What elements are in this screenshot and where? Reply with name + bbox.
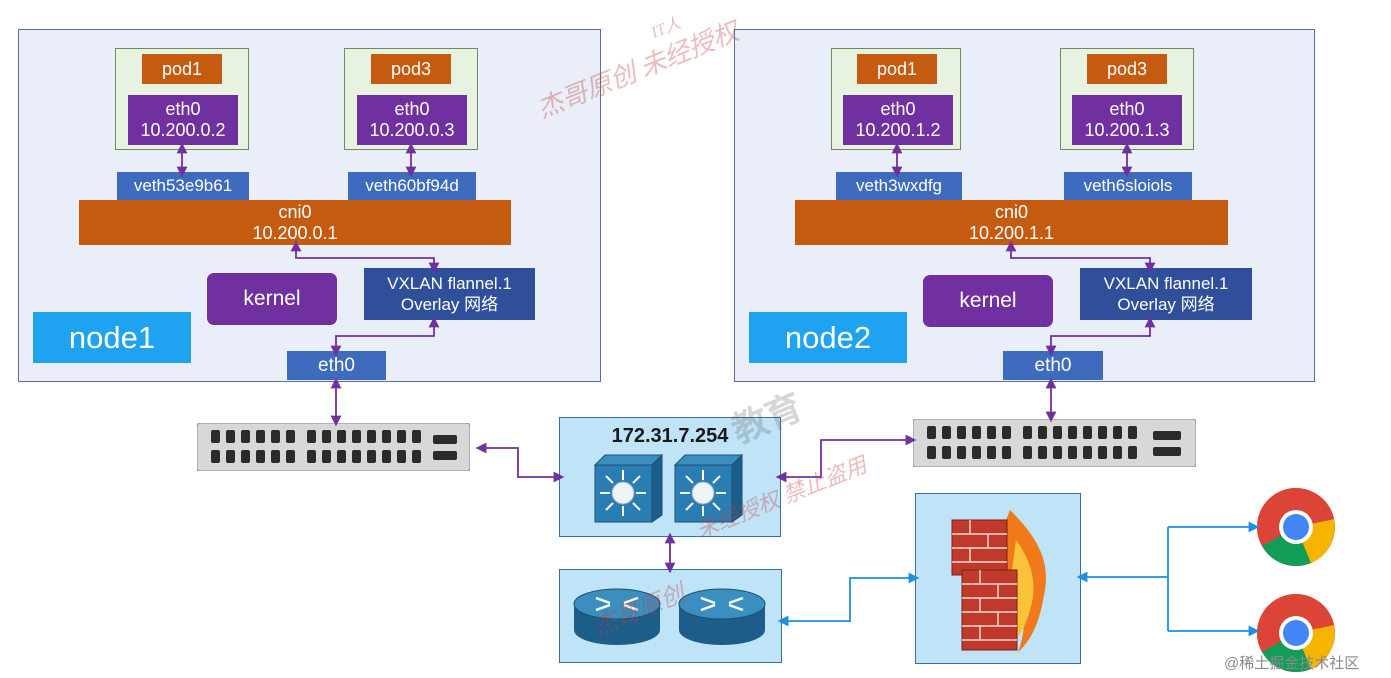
core-switch-ip: 172.31.7.254 <box>611 425 729 447</box>
node2-vxlan-line2: Overlay 网络 <box>1117 295 1215 314</box>
router-icon <box>573 588 766 645</box>
chrome-client-1[interactable] <box>1256 487 1336 567</box>
node1-kernel: kernel <box>207 273 337 325</box>
firewall-icon <box>951 510 1046 652</box>
node1-pod1-ip: 10.200.0.2 <box>140 120 226 140</box>
node1-pod3-ip: 10.200.0.3 <box>369 120 455 140</box>
chrome-icon <box>1257 488 1335 566</box>
node1-label: node1 <box>33 312 191 363</box>
node1-vxlan: VXLAN flannel.1 Overlay 网络 <box>364 268 535 320</box>
core-switches <box>590 450 750 525</box>
node2-pod3-eth: eth0 10.200.1.3 <box>1072 95 1182 145</box>
node1-bridge-cni0: cni0 10.200.0.1 <box>79 200 511 245</box>
node2-bridge-ip: 10.200.1.1 <box>968 222 1055 243</box>
node1-eth0: eth0 <box>287 351 386 380</box>
node2-pod3-iface: eth0 <box>1109 99 1145 119</box>
rack-switch-icon <box>913 419 1196 467</box>
rack-switch-icon <box>197 423 470 471</box>
rack-switch-right <box>913 419 1196 467</box>
node1-pod3-label: pod3 <box>371 54 451 84</box>
node2-veth1: veth3wxdfg <box>836 172 962 200</box>
node2-veth2: veth6sloiols <box>1064 172 1192 200</box>
node1-bridge-name: cni0 <box>278 201 312 222</box>
node2-pod1-iface: eth0 <box>880 99 916 119</box>
node2-vxlan-line1: VXLAN flannel.1 <box>1103 274 1229 293</box>
node1-veth2: veth60bf94d <box>348 172 476 200</box>
node2-pod1-label: pod1 <box>857 54 937 84</box>
chrome-icon <box>1257 594 1335 672</box>
node1-pod1-label: pod1 <box>142 54 222 84</box>
node1-vxlan-line2: Overlay 网络 <box>400 295 499 314</box>
node2-pod3-label: pod3 <box>1087 54 1167 84</box>
firewall <box>940 500 1060 660</box>
node2-bridge-cni0: cni0 10.200.1.1 <box>795 200 1228 245</box>
node2-pod3-ip: 10.200.1.3 <box>1084 120 1170 140</box>
node2-pod1-eth: eth0 10.200.1.2 <box>843 95 953 145</box>
node2-pod1-ip: 10.200.1.2 <box>855 120 941 140</box>
node2-label: node2 <box>749 312 907 363</box>
routers <box>572 582 772 648</box>
node1-bridge-ip: 10.200.0.1 <box>252 222 338 243</box>
node1-pod3-eth: eth0 10.200.0.3 <box>357 95 467 145</box>
chrome-client-2[interactable] <box>1256 593 1336 673</box>
node1-pod3-iface: eth0 <box>394 99 430 119</box>
watermark-credit: @稀土掘金技术社区 <box>1224 655 1360 672</box>
node2-bridge-name: cni0 <box>994 201 1029 222</box>
node1-pod1-iface: eth0 <box>165 99 201 119</box>
node1-pod1-eth: eth0 10.200.0.2 <box>128 95 238 145</box>
layer3-switch-icon <box>593 453 744 523</box>
node2-vxlan: VXLAN flannel.1 Overlay 网络 <box>1080 268 1252 320</box>
node2-eth0: eth0 <box>1003 351 1103 380</box>
node2-kernel: kernel <box>923 275 1053 327</box>
node1-vxlan-line1: VXLAN flannel.1 <box>387 274 512 293</box>
node1-veth1: veth53e9b61 <box>117 172 249 200</box>
rack-switch-left <box>197 423 470 471</box>
